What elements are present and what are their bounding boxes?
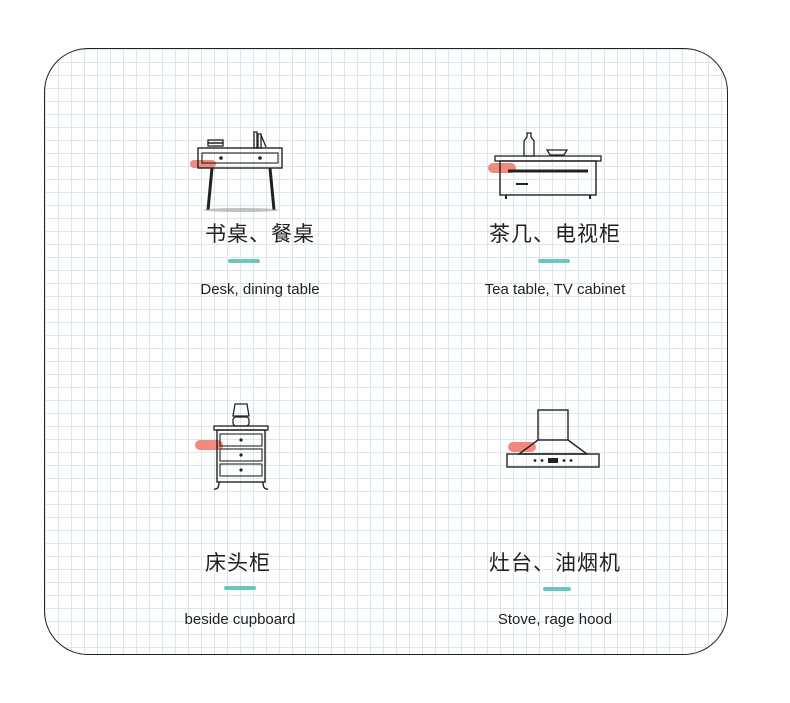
item-title: 灶台、油烟机: [489, 551, 621, 575]
item-title: 茶几、电视柜: [489, 222, 621, 246]
item-nightstand: 床头柜 beside cupboard: [120, 403, 360, 628]
tv-cabinet-icon: [488, 132, 602, 199]
accent-bar: [224, 586, 256, 590]
item-range-hood: 灶台、油烟机 Stove, rage hood: [435, 404, 675, 628]
accent-bar: [228, 259, 260, 263]
nightstand-icon: [195, 403, 269, 490]
furniture-card: 书桌、餐桌 Desk, dining table 茶几、电视柜 Tea tabl…: [44, 48, 728, 655]
item-subtitle: Desk, dining table: [200, 281, 320, 298]
accent-bar: [538, 259, 570, 263]
item-subtitle: beside cupboard: [184, 611, 296, 628]
item-subtitle: Tea table, TV cabinet: [484, 281, 626, 298]
range-hood-icon: [506, 409, 600, 468]
item-title: 书桌、餐桌: [205, 222, 315, 246]
item-subtitle: Stove, rage hood: [497, 611, 613, 628]
desk-icon: [190, 131, 283, 212]
item-title: 床头柜: [205, 551, 271, 575]
accent-bar: [543, 587, 571, 591]
item-tv-cabinet: 茶几、电视柜 Tea table, TV cabinet: [435, 129, 675, 299]
item-desk: 书桌、餐桌 Desk, dining table: [140, 129, 380, 299]
